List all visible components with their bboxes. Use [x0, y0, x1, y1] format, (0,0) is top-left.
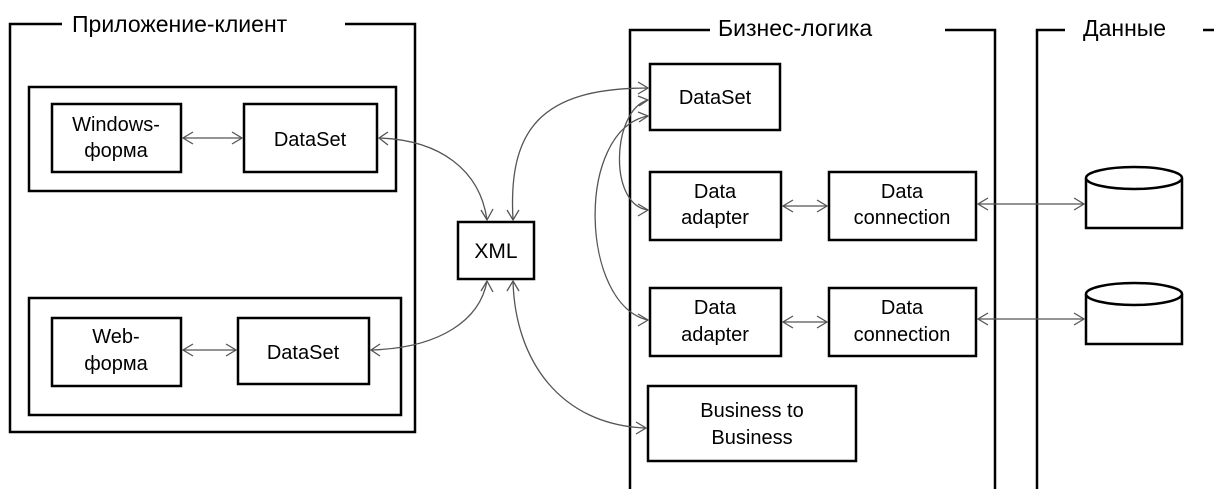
xml-box: XML	[456, 220, 536, 281]
data-connection-1-line2: connection	[854, 207, 951, 229]
client-section-title: Приложение-клиент	[72, 11, 288, 37]
data-connection-1-line1: Data	[881, 181, 924, 203]
data-connection-1-box: Data connection	[827, 170, 978, 242]
arrow-dataset-adapter-2	[594, 111, 650, 327]
arrow-adapter-2-connection-2	[781, 315, 829, 329]
data-adapter-1-line2: adapter	[681, 207, 749, 229]
business-frame	[628, 28, 997, 489]
arrow-dataset-adapter-1	[618, 95, 650, 217]
arrow-xml-business-dataset	[506, 81, 650, 222]
web-form-label-line1: Web-	[92, 326, 139, 348]
client-section: Приложение-клиент Windows- форма DataSet…	[8, 11, 417, 434]
client-frame	[8, 22, 417, 434]
business-to-business-box: Business to Business	[646, 384, 858, 463]
b2b-label-line1: Business to	[700, 400, 803, 422]
business-dataset-box: DataSet	[648, 62, 782, 132]
data-frame	[1035, 28, 1214, 489]
arrow-adapter-1-connection-1	[781, 199, 829, 213]
arrow-windows-dataset-xml	[377, 131, 494, 222]
database-2-icon	[1084, 281, 1184, 346]
data-section-title: Данные	[1083, 15, 1166, 41]
windows-form-box: Windows- форма	[50, 102, 183, 174]
data-connection-2-line2: connection	[854, 324, 951, 346]
arrow-windows-form-dataset	[181, 131, 244, 145]
data-adapter-2-line1: Data	[694, 297, 737, 319]
data-adapter-1-box: Data adapter	[648, 170, 783, 242]
web-client-group	[27, 296, 403, 417]
xml-label: XML	[474, 240, 517, 263]
web-form-box: Web- форма	[50, 316, 183, 388]
connectors	[181, 81, 1086, 435]
b2b-label-line2: Business	[711, 427, 792, 449]
business-dataset-label: DataSet	[679, 87, 752, 109]
business-section-title: Бизнес-логика	[718, 15, 872, 41]
windows-dataset-box: DataSet	[242, 102, 379, 174]
business-section: Бизнес-логика DataSet Data adapter Data …	[628, 15, 997, 489]
windows-form-label-line1: Windows-	[72, 114, 160, 136]
data-section: Данные	[1035, 15, 1214, 489]
windows-dataset-label: DataSet	[274, 129, 347, 151]
web-dataset-label: DataSet	[267, 342, 340, 364]
database-1-icon	[1084, 165, 1184, 230]
arrow-connection-1-database-1	[976, 197, 1086, 211]
arrow-xml-b2b	[506, 279, 648, 435]
windows-form-label-line2: форма	[84, 140, 148, 162]
arrow-web-dataset-xml	[369, 279, 494, 357]
data-connection-2-box: Data connection	[827, 286, 978, 358]
data-adapter-2-line2: adapter	[681, 324, 749, 346]
arrow-web-form-dataset	[181, 343, 238, 357]
data-adapter-2-box: Data adapter	[648, 286, 783, 358]
arrow-connection-2-database-2	[976, 312, 1086, 326]
web-dataset-box: DataSet	[236, 316, 371, 386]
web-form-label-line2: форма	[84, 353, 148, 375]
data-adapter-1-line1: Data	[694, 181, 737, 203]
data-connection-2-line1: Data	[881, 297, 924, 319]
